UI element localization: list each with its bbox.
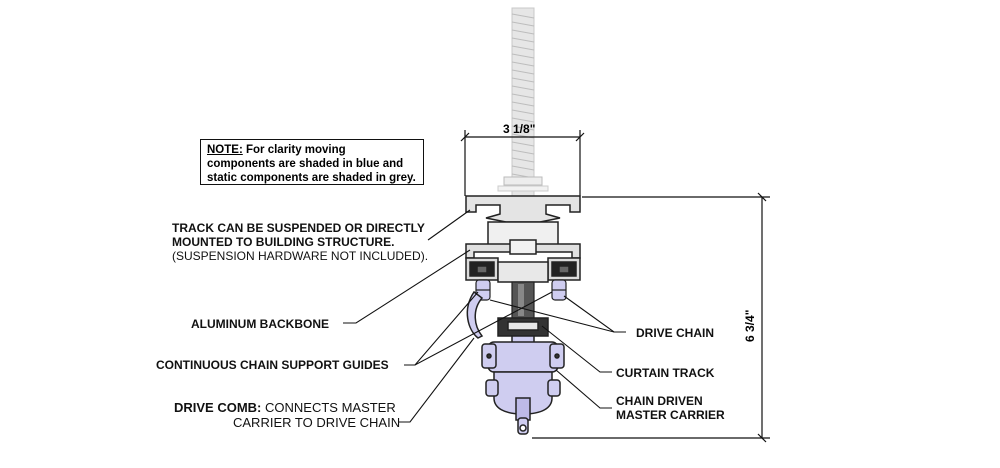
leader-lines bbox=[343, 209, 626, 423]
note-text-2: components are shaded in blue and bbox=[207, 158, 404, 170]
leader-drive-comb bbox=[398, 337, 475, 423]
note-line-1: NOTE: For clarity moving bbox=[207, 143, 417, 157]
center-shaft bbox=[511, 281, 535, 319]
threaded-rod bbox=[497, 7, 549, 217]
height-dimension-label: 6 3/4" bbox=[743, 309, 757, 342]
chain-support-guides bbox=[475, 279, 567, 301]
leader-guides-1 bbox=[404, 291, 479, 366]
width-dimension bbox=[460, 130, 585, 196]
leader-curtain-track bbox=[541, 325, 612, 373]
track-label-1: TRACK CAN BE SUSPENDED OR DIRECTLY bbox=[172, 221, 425, 235]
chain-support-guides-label: CONTINUOUS CHAIN SUPPORT GUIDES bbox=[156, 358, 389, 372]
drive-comb-shape bbox=[466, 290, 484, 339]
track-label-3: (SUSPENSION HARDWARE NOT INCLUDED). bbox=[172, 249, 429, 263]
note-box: NOTE: For clarity moving components are … bbox=[200, 139, 424, 185]
note-text-3: static components are shaded in grey. bbox=[207, 172, 416, 184]
leader-master-carrier bbox=[555, 369, 612, 409]
note-text-1: For clarity moving bbox=[245, 144, 346, 156]
height-dimension bbox=[532, 192, 770, 443]
drive-comb-label-bold: DRIVE COMB: bbox=[174, 400, 262, 415]
leader-drive-chain-2 bbox=[563, 295, 626, 333]
leader-guides-2 bbox=[404, 291, 553, 366]
master-carrier-label-2: MASTER CARRIER bbox=[616, 408, 725, 422]
track-label-2: MOUNTED TO BUILDING STRUCTURE. bbox=[172, 235, 395, 249]
master-carrier-label-1: CHAIN DRIVEN bbox=[616, 394, 703, 408]
master-carrier-shape bbox=[481, 341, 565, 435]
curtain-track-label: CURTAIN TRACK bbox=[616, 366, 715, 380]
aluminum-backbone-label: ALUMINUM BACKBONE bbox=[191, 317, 329, 331]
leader-backbone bbox=[343, 249, 471, 324]
drive-chain-label: DRIVE CHAIN bbox=[636, 326, 715, 340]
drive-comb-label-text-2: CARRIER TO DRIVE CHAIN bbox=[233, 415, 401, 430]
width-dimension-label: 3 1/8" bbox=[503, 122, 536, 136]
leader-track bbox=[427, 209, 471, 241]
aluminum-backbone-shape bbox=[465, 239, 581, 283]
drive-comb-label-text-1: CONNECTS MASTER bbox=[265, 400, 396, 415]
note-heading: NOTE: bbox=[207, 144, 243, 156]
drive-comb-label: DRIVE COMB: CONNECTS MASTER bbox=[174, 401, 396, 415]
